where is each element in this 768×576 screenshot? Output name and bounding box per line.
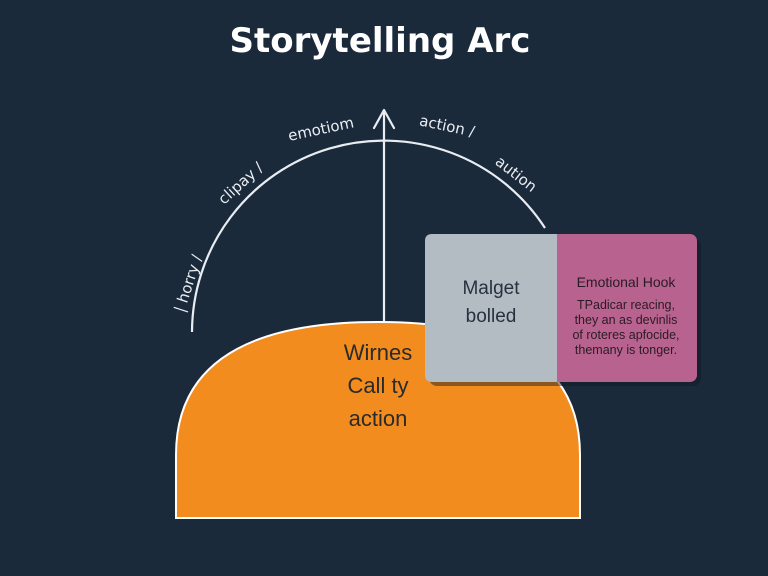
arc-label-1: | horry /	[171, 252, 207, 315]
arc-label-4: action /	[418, 111, 477, 140]
emotional-hook-line-3: of roteres apfocide,	[572, 328, 679, 342]
gray-card-line-2: bolled	[466, 306, 517, 327]
diagram-title: Storytelling Arc	[230, 21, 531, 61]
arc-label-5: aution	[492, 152, 540, 195]
dome-line-1: Wirnes	[344, 340, 412, 365]
emotional-hook-line-4: themany is tonger.	[575, 343, 677, 357]
arc-label-3: emotiom	[286, 113, 355, 145]
story-arc	[190, 139, 546, 333]
arc-label-2: clipay /	[215, 158, 268, 208]
arrow-head	[372, 108, 396, 130]
dome-line-2: Call ty	[347, 373, 408, 398]
emotional-hook-line-2: they an as devinlis	[575, 313, 678, 327]
emotional-hook-title: Emotional Hook	[577, 274, 677, 290]
emotional-hook-card	[548, 234, 697, 382]
gray-card-line-1: Malget	[462, 278, 520, 299]
gray-card	[425, 234, 557, 382]
dome-line-3: action	[349, 406, 408, 431]
emotional-hook-line-1: TPadicar reacing,	[577, 298, 675, 312]
